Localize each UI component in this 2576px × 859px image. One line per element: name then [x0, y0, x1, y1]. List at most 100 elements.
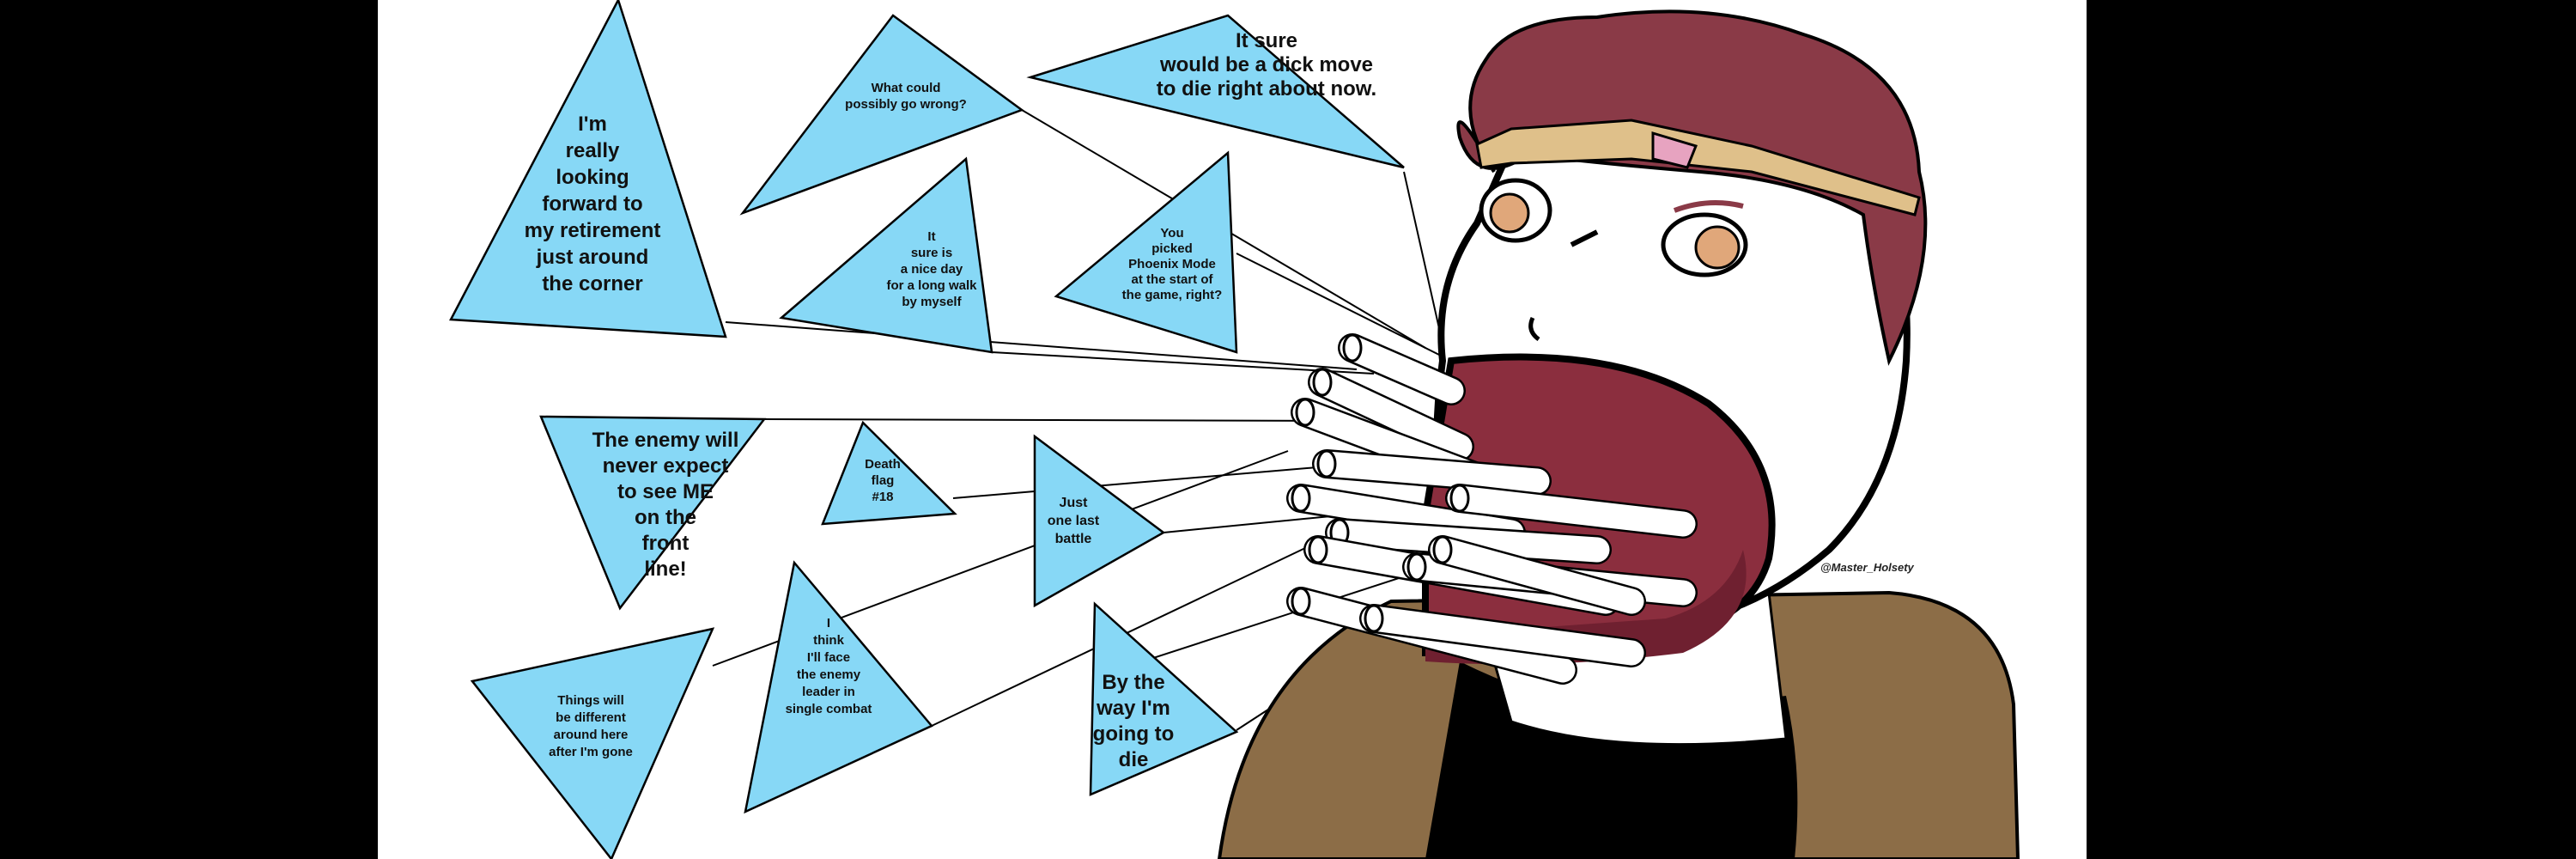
bubble-line: I [827, 616, 830, 631]
finger [1312, 449, 1552, 496]
bubble-shape [1026, 14, 1405, 169]
bubble-line: It [927, 229, 935, 244]
bubble-line: would be a dick move [1159, 53, 1373, 76]
bubble-line: It sure [1236, 29, 1297, 52]
bubble-text: What could possibly go wrong? [845, 81, 967, 112]
character-headband [1475, 119, 1921, 216]
bubble-line: You [1160, 226, 1183, 241]
right-eyebrow [1673, 200, 1744, 213]
finger [1445, 484, 1698, 539]
finger [1359, 604, 1646, 667]
speech-bubble-icon: What could possibly go wrong? [739, 14, 1024, 216]
bubble-shape [1054, 150, 1238, 354]
hands-icon [1286, 333, 1698, 685]
bubble-text: Things will be different around here after … [549, 693, 633, 759]
bubble-line: Death [865, 457, 901, 472]
bubble-line: I'll face [807, 650, 850, 665]
bubble-line: sure is [911, 246, 952, 260]
bubble-line: my retirement [525, 219, 661, 242]
bubble-line: going to [1093, 722, 1175, 746]
bubble-line: single combat [786, 702, 872, 716]
bubble-line: the enemy [797, 667, 861, 682]
bubble-line: the corner [542, 272, 642, 295]
bubble-line: around here [554, 728, 629, 742]
bubble-line: #18 [872, 490, 893, 504]
bubble-shape [739, 14, 1024, 216]
left-eyebrow [1570, 229, 1599, 247]
bubble-shape [470, 627, 715, 859]
bubble-line: front [642, 532, 690, 555]
bubble-line: a nice day [901, 262, 963, 277]
bubble-line: the game, right? [1122, 288, 1223, 302]
speech-bubble-icon: Things will be different around here after … [470, 627, 715, 859]
speech-bubble-icon: Just one last battle [1033, 434, 1166, 608]
bubble-shape [744, 560, 934, 814]
bubble-line: really [566, 139, 620, 162]
bubble-shape [779, 156, 993, 354]
bubble-shape [539, 415, 767, 611]
bubble-line: one last [1048, 514, 1100, 528]
bubble-shape [448, 0, 727, 338]
bubble-line: leader in [802, 685, 855, 699]
bubble-line: The enemy will [592, 429, 739, 452]
bubble-line: for a long walk [886, 278, 977, 293]
bubble-line: on the [635, 506, 696, 529]
bubble-line: be different [556, 710, 626, 725]
bubble-line: forward to [542, 192, 642, 216]
bubble-line: to see ME [617, 480, 714, 503]
bubble-line: die [1119, 748, 1149, 771]
bubble-line: just around [536, 246, 649, 269]
bubble-line: line! [644, 557, 686, 581]
bubble-line: looking [556, 166, 629, 189]
bubble-line: Phoenix Mode [1128, 257, 1216, 271]
finger [1428, 535, 1646, 616]
character-nose [1528, 316, 1540, 342]
bubble-line: at the start of [1131, 272, 1213, 287]
bubble-shape [1033, 434, 1166, 608]
headband-gem [1651, 131, 1698, 169]
artist-signature: @Master_Holsety [1820, 561, 1915, 574]
bubble-line: What could [872, 81, 941, 95]
bubble-line: never expect [603, 454, 729, 478]
finger [1308, 368, 1474, 461]
bubble-line: flag [872, 473, 895, 488]
speech-bubbles: I'm really looking forward to my retirement j… [448, 0, 1405, 859]
bubble-line: picked [1151, 241, 1193, 256]
finger [1325, 518, 1612, 564]
finger [1338, 333, 1466, 405]
bubble-line: Just [1060, 496, 1089, 510]
speech-bubble-icon: I'm really looking forward to my retirement j… [448, 0, 727, 338]
bubble-line: battle [1055, 532, 1092, 546]
bubble-text: Just one last battle [1048, 496, 1100, 546]
bubble-line: possibly go wrong? [845, 97, 967, 112]
bubble-line: Things will [557, 693, 624, 708]
bubble-shape [1089, 601, 1239, 796]
bubble-line: after I'm gone [549, 745, 633, 759]
right-iris [1694, 225, 1741, 270]
left-iris [1489, 192, 1530, 234]
bubble-line: to die right about now. [1157, 77, 1376, 101]
bubble-line: by myself [902, 295, 962, 309]
bubble-line: way I'm [1096, 697, 1170, 720]
bubble-line: think [813, 633, 844, 648]
bubble-line: By the [1102, 671, 1164, 694]
bubble-line: I'm [578, 113, 607, 136]
bubble-text: I'm really looking forward to my retirement j… [525, 113, 661, 295]
bubble-shape [821, 420, 957, 526]
